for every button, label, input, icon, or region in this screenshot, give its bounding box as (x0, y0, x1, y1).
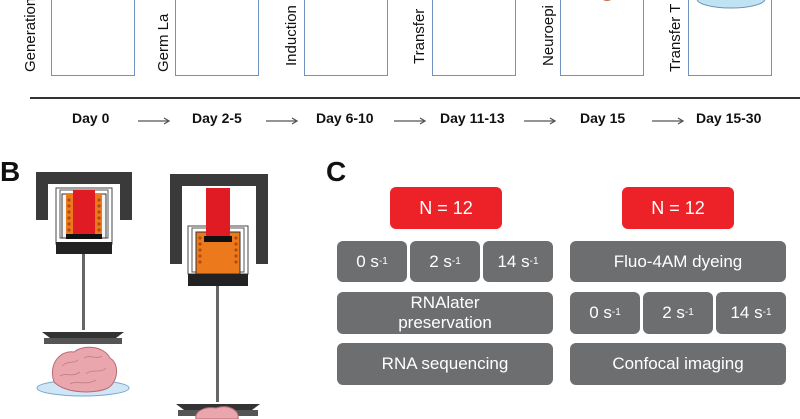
arrow-icon-5 (652, 117, 685, 125)
rna-sequencing-box: RNA sequencing (337, 343, 553, 385)
rate-value: 2 s (429, 251, 452, 271)
device-stretched-icon (170, 174, 268, 419)
right-n-badge: N = 12 (622, 187, 734, 229)
left-rate-box-2: 2 s-1 (410, 241, 480, 282)
day-label-1: Day 0 (72, 110, 110, 126)
rate-value: 0 s (356, 251, 379, 271)
left-rate-box-14: 14 s-1 (483, 241, 553, 282)
stage-label-5: Neuroepi (540, 5, 557, 66)
confocal-imaging-box: Confocal imaging (570, 343, 786, 385)
right-rate-box-14: 14 s-1 (716, 292, 786, 334)
right-rate-box-0: 0 s-1 (570, 292, 640, 334)
rnalater-preservation-box: RNAlater preservation (337, 292, 553, 334)
stage-label-1: Generation (22, 0, 39, 72)
timeline-line (30, 97, 800, 99)
panel-b-letter: B (0, 156, 21, 187)
day-label-3: Day 6-10 (316, 110, 374, 126)
rate-value: 14 s (497, 251, 530, 271)
day-label-6: Day 15-30 (696, 110, 762, 126)
rnalater-preservation-label: RNAlater preservation (398, 293, 492, 332)
arrow-icon-2 (266, 117, 299, 125)
stage-box-6 (688, 0, 772, 76)
stage-box-1 (51, 0, 135, 76)
rate-value: 0 s (589, 303, 612, 322)
stage-label-3: Induction (283, 5, 300, 66)
stage-box-4 (432, 0, 516, 76)
culture-dish-icon (696, 0, 766, 9)
arrow-icon-4 (524, 117, 557, 125)
stage-label-2: Germ La (155, 13, 172, 72)
fluo4am-dyeing-box: Fluo-4AM dyeing (570, 241, 786, 282)
day-label-5: Day 15 (580, 110, 626, 126)
neuroepithelium-icon (603, 0, 611, 1)
arrow-icon-3 (394, 117, 427, 125)
arrow-icon-1 (138, 117, 171, 125)
stage-label-6: Transfer T (667, 3, 684, 72)
stage-label-4: Transfer (411, 8, 428, 64)
day-label-2: Day 2-5 (192, 110, 242, 126)
stage-box-3 (304, 0, 388, 76)
stage-box-5 (560, 0, 644, 76)
stage-box-2 (175, 0, 259, 76)
stretch-device-illustration (36, 172, 268, 419)
right-rate-box-2: 2 s-1 (643, 292, 713, 334)
rate-value: 2 s (662, 303, 685, 322)
device-resting-icon (36, 172, 132, 397)
panel-c-letter: C (326, 156, 347, 187)
left-rate-box-0: 0 s-1 (337, 241, 407, 282)
rate-value: 14 s (730, 303, 763, 322)
day-label-4: Day 11-13 (440, 110, 505, 126)
left-n-badge: N = 12 (390, 187, 502, 229)
